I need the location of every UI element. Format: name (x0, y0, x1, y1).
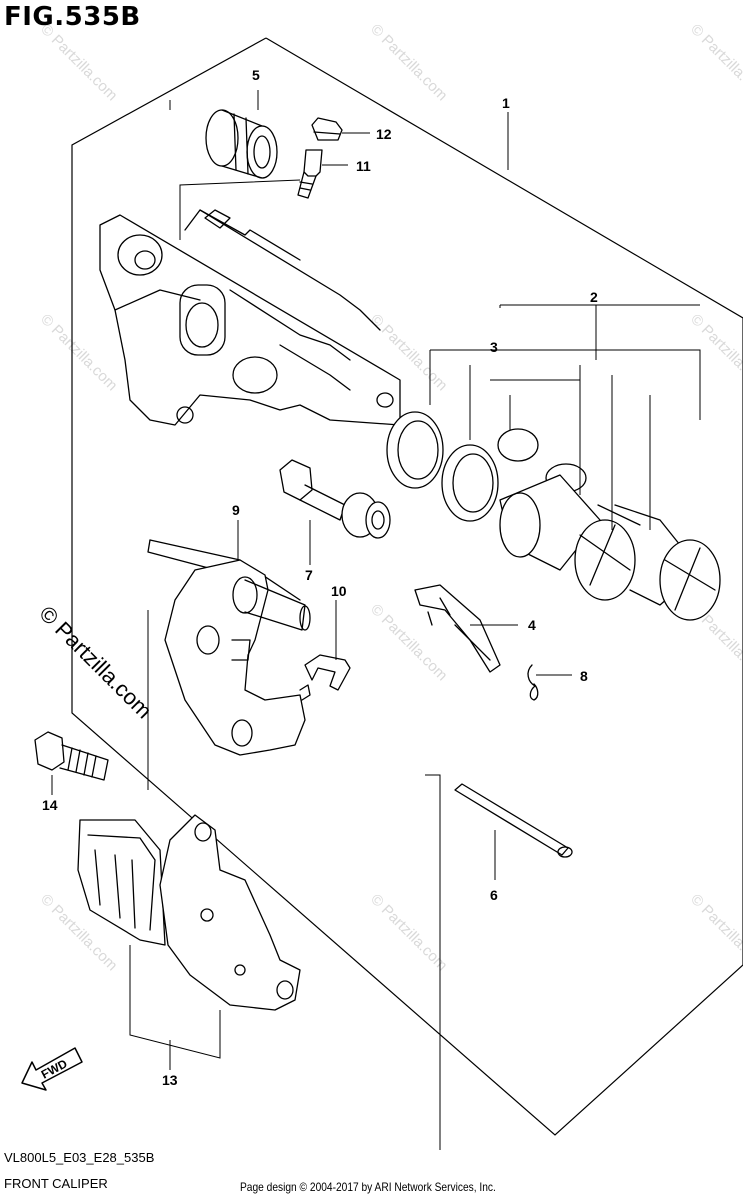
assembly-boundary (71, 37, 743, 1136)
watermark-text: © Partzilla.com (687, 311, 743, 394)
mounting-bolt-part-14 (34, 731, 109, 781)
callout-12: 12 (376, 126, 392, 142)
watermark-text: © Partzilla.com (687, 891, 743, 974)
callout-14: 14 (42, 797, 58, 813)
callout-5: 5 (252, 67, 260, 83)
exploded-parts-diagram: © Partzilla.com © Partzilla.com © Partzi… (21, 21, 743, 1150)
copyright-notice: Page design © 2004-2017 by ARI Network S… (240, 1180, 496, 1194)
callout-9: 9 (232, 502, 240, 518)
callout-1: 1 (502, 95, 510, 111)
piston-seals-part-3 (386, 411, 587, 522)
callout-4: 4 (528, 617, 536, 633)
figure-title: FIG.535B (4, 2, 141, 32)
callout-2: 2 (590, 289, 598, 305)
callout-6: 6 (490, 887, 498, 903)
watermark-text: © Partzilla.com (37, 311, 120, 394)
callout-8: 8 (580, 668, 588, 684)
callout-labels: 1 2 3 4 5 6 7 8 9 10 11 12 13 14 (42, 67, 598, 1088)
bleeder-screw-part-11 (297, 149, 323, 199)
watermark-text: © Partzilla.com (367, 601, 450, 684)
forward-direction-arrow-icon (21, 1047, 83, 1091)
assembly-name: FRONT CALIPER (4, 1176, 108, 1191)
callout-3: 3 (490, 339, 498, 355)
callout-11: 11 (356, 158, 371, 174)
watermark-text: © Partzilla.com (367, 21, 450, 104)
brake-pads-part-13 (77, 814, 301, 1011)
boot-part-5 (205, 109, 278, 179)
slide-pin-part-7 (279, 459, 391, 539)
watermark-text: © Partzilla.com (687, 21, 743, 104)
watermark-text: © Partzilla.com (367, 891, 450, 974)
callout-13: 13 (162, 1072, 178, 1088)
leader-lines (51, 90, 701, 1150)
callout-10: 10 (331, 583, 347, 599)
watermark-text-large: © Partzilla.com (34, 601, 157, 724)
watermark-text: © Partzilla.com (37, 21, 120, 104)
pistons-part-2 (499, 474, 721, 621)
bleeder-cap-part-12 (311, 117, 343, 141)
pad-spring-part-4 (414, 584, 501, 673)
pad-clip-part-10 (299, 654, 351, 701)
caliper-body (99, 209, 401, 426)
model-code: VL800L5_E03_E28_535B (4, 1150, 155, 1165)
callout-7: 7 (305, 567, 313, 583)
pad-pin-part-6 (454, 783, 573, 858)
caliper-bracket-part-9 (147, 539, 311, 756)
pin-clip-part-8 (527, 664, 539, 701)
